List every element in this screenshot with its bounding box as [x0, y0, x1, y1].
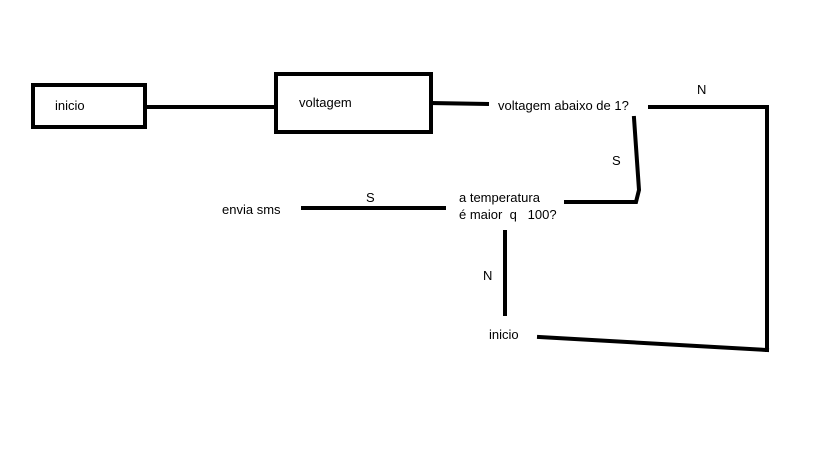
- voltage-no-label: N: [697, 82, 707, 97]
- voltage-decision-label: voltagem abaixo de 1?: [498, 98, 629, 113]
- voltagem-label: voltagem: [299, 95, 352, 110]
- end-inicio-label: inicio: [489, 327, 519, 342]
- temperature-decision-line2: é maior q 100?: [459, 207, 557, 222]
- connector-no-path-to-inicio-end: [536, 334, 770, 353]
- connector-voltage-yes-path: [564, 115, 642, 204]
- voltage-yes-label: S: [612, 153, 621, 168]
- temperature-yes-label: S: [366, 190, 375, 205]
- connector-voltagem-to-decision: [428, 100, 490, 107]
- connector-voltage-no-path: [648, 105, 769, 352]
- temperature-decision-line1: a temperatura: [459, 190, 540, 205]
- send-sms-label: envia sms: [222, 202, 281, 217]
- start-label: inicio: [55, 98, 85, 113]
- start-box: [31, 83, 147, 129]
- temperature-no-label: N: [483, 268, 493, 283]
- voltagem-box: [274, 72, 433, 134]
